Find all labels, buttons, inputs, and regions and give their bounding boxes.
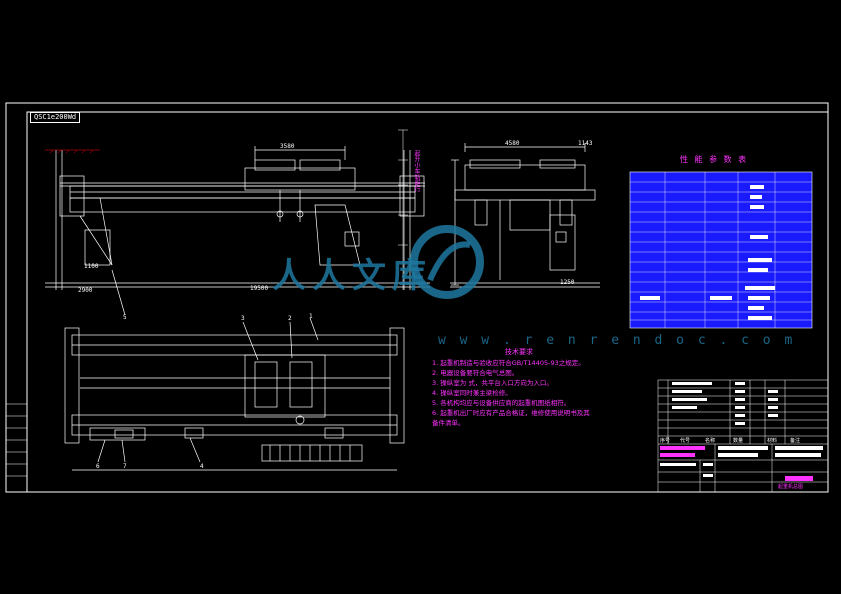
part-number-6: 6 — [96, 463, 100, 470]
note-line-5: 5. 各机构均应与设备供应商的起重机图纸相符。 — [432, 399, 571, 407]
title-block-header-qty: 数量 — [733, 438, 744, 444]
part-number-7: 7 — [123, 463, 127, 470]
vertical-dim-right — [398, 129, 408, 290]
dim-4580: 4580 — [505, 140, 520, 147]
title-block-header-seq: 序号 — [660, 438, 671, 444]
note-line-2: 2. 电器设备要符合电气总图。 — [432, 369, 519, 377]
note-line-6: 6. 起重机出厂时应有产品合格证，维修使用说明书及其 — [432, 409, 590, 417]
note-line-7: 备件清单。 — [432, 419, 465, 427]
ground-hatch-left — [45, 149, 100, 154]
title-block — [658, 444, 828, 492]
performance-table-title: 性 能 参 数 表 — [680, 155, 749, 164]
dim-3580: 3580 — [280, 143, 295, 150]
watermark-text: 人人文库 — [272, 256, 432, 296]
title-block-header-code: 代号 — [680, 438, 691, 444]
part-number-3: 3 — [241, 315, 245, 322]
dim-span-main: 19500 — [250, 285, 269, 292]
front-elevation-view — [45, 146, 430, 316]
performance-table — [629, 171, 813, 329]
note-line-3: 3. 操纵室为 式，共平台入口方向为入口。 — [432, 379, 553, 387]
parts-list-table — [657, 379, 829, 493]
part-number-2: 2 — [288, 315, 292, 322]
watermark-logo-icon — [410, 225, 484, 299]
note-line-4: 4. 操纵室同时兼主梁检修。 — [432, 389, 512, 397]
title-block-magenta — [660, 446, 813, 481]
parts-list-fills — [660, 382, 823, 477]
notes-title: 技术要求 — [505, 348, 533, 356]
title-block-name: 起重机总图 — [778, 484, 804, 490]
dim-2900: 2900 — [78, 287, 93, 294]
drawing-corner-label: QSC1e200Wd — [30, 112, 81, 123]
left-margin-strip — [6, 403, 27, 477]
title-block-header-remark: 备注 — [790, 438, 801, 444]
technical-notes: 1. 起重机制造与验收应符合GB/T14405-93之规定。 2. 电器设备要符… — [432, 358, 652, 428]
side-elevation-view — [450, 143, 600, 288]
inner-frame — [26, 111, 829, 493]
part-number-1: 1 — [309, 313, 313, 320]
dim-1143: 1143 — [578, 140, 593, 147]
title-block-header-name: 名称 — [705, 438, 716, 444]
dim-1100: 1100 — [84, 263, 99, 270]
watermark-url: w w w . r e n r e n d o c . c o m — [438, 333, 796, 348]
title-block-header-material: 材料 — [767, 438, 778, 444]
side-note: 起升小车轨距行 — [413, 150, 420, 192]
part-number-5: 5 — [123, 314, 127, 321]
dim-1250: 1250 — [560, 279, 575, 286]
part-number-4: 4 — [200, 463, 204, 470]
plan-view — [64, 317, 405, 471]
note-line-1: 1. 起重机制造与验收应符合GB/T14405-93之规定。 — [432, 359, 585, 367]
